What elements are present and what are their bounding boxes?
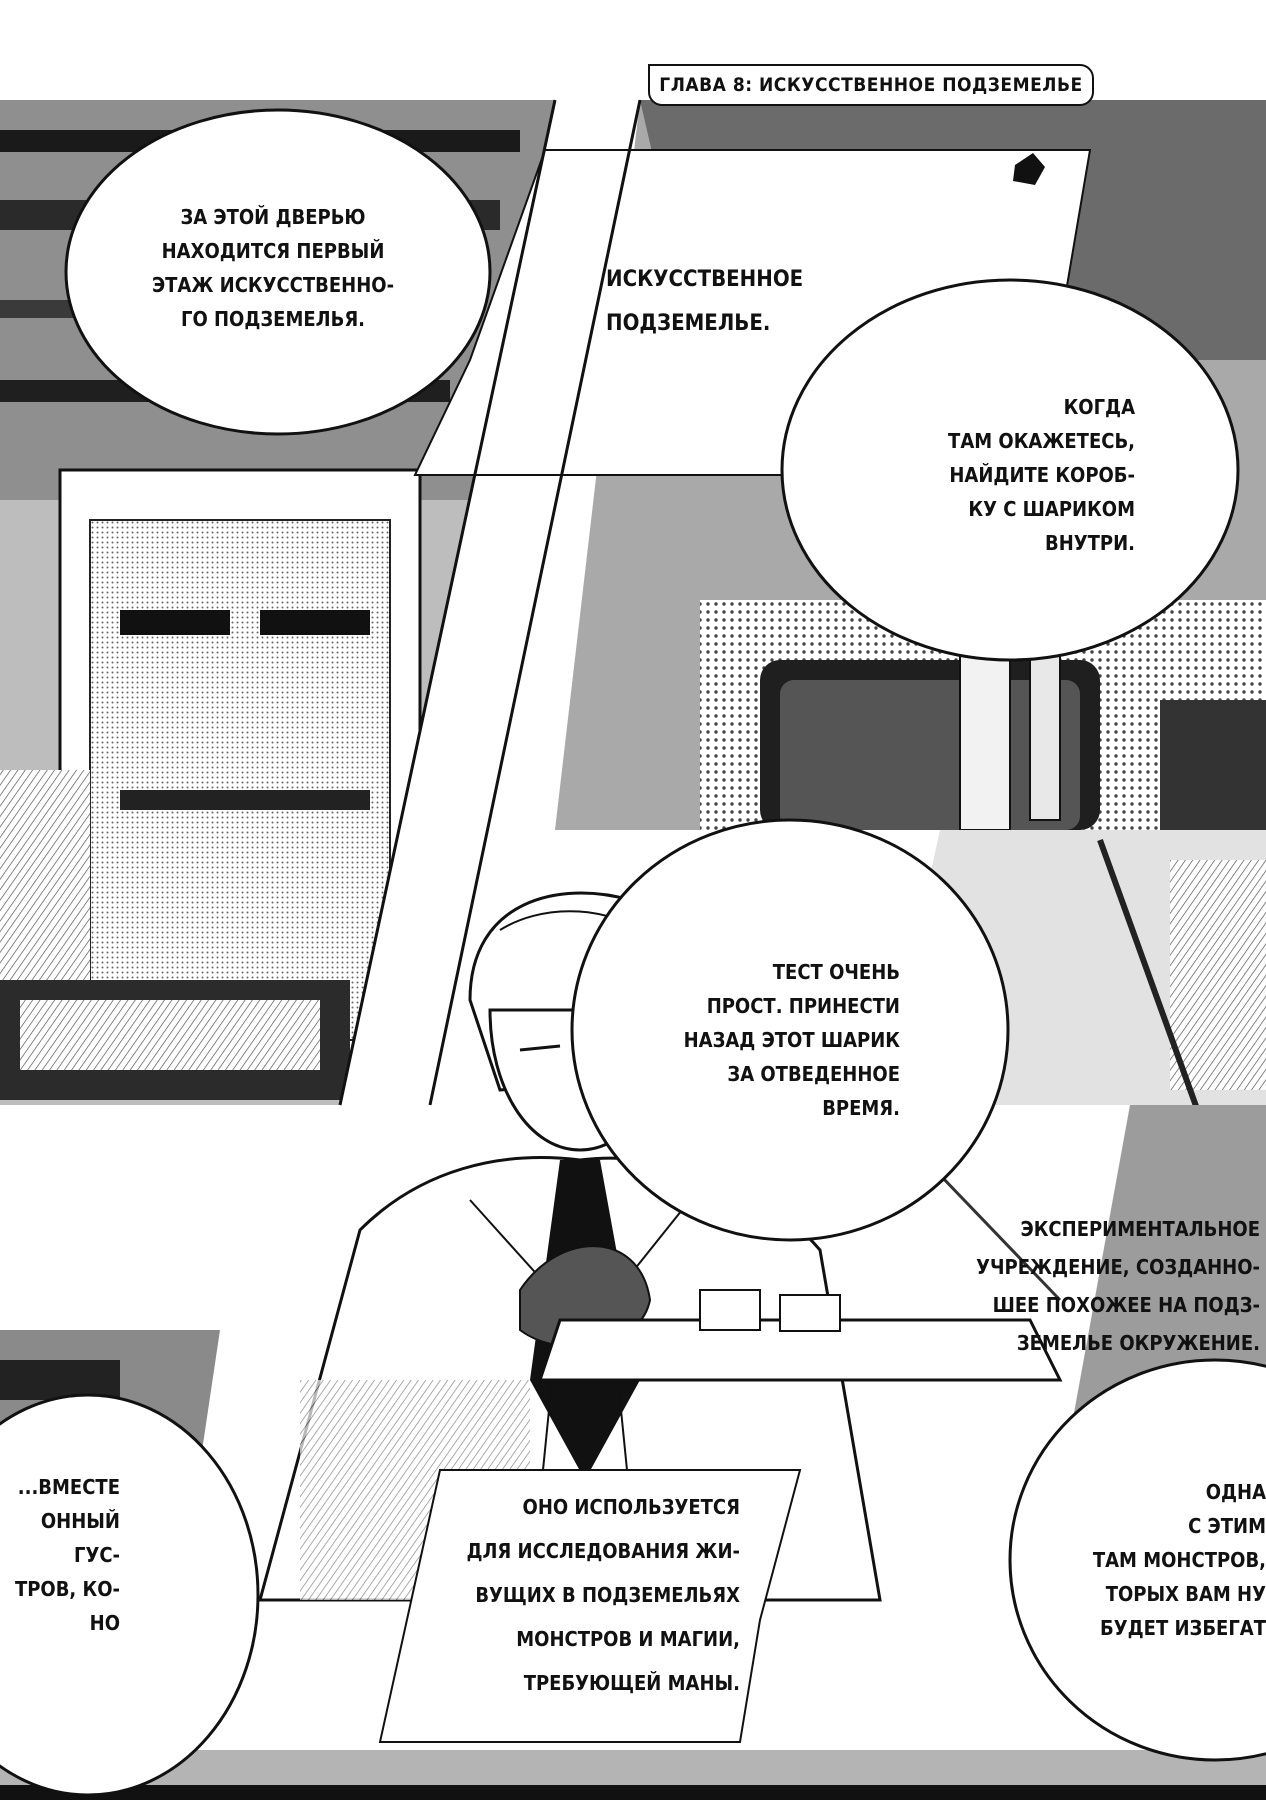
bubble-text-door: За этой дверью находится первый этаж иск… <box>151 205 395 331</box>
bubble-text-research: Оно используется для исследования жи- ву… <box>466 1495 740 1695</box>
speech-bubble-door <box>64 108 492 436</box>
caption-box-research <box>378 1469 802 1743</box>
speech-bubble-box <box>780 278 1240 662</box>
bubble-text-right: Одна с этим там монстров, торых вам ну б… <box>1092 1480 1266 1640</box>
dark-speck-icon <box>1013 153 1045 185</box>
bubble-text-test: Тест очень прост. Принести назад этот ша… <box>683 960 900 1120</box>
chapter-title: Глава 8: Искусственное подземелье <box>648 64 1094 106</box>
caption-experimental: Экспериментальное учреждение, созданно- … <box>976 1217 1260 1355</box>
caption-dungeon: Искусственное подземелье. <box>606 267 804 336</box>
bubble-text-box: Когда там окажетесь, найдите короб- ку с… <box>948 395 1135 555</box>
bubble-text-left: ...вместе онный гус- тров, ко- но <box>14 1475 120 1635</box>
speech-bubble-left <box>0 1393 260 1797</box>
speech-bubble-right <box>1008 1358 1266 1762</box>
speech-bubble-test <box>570 818 1010 1242</box>
